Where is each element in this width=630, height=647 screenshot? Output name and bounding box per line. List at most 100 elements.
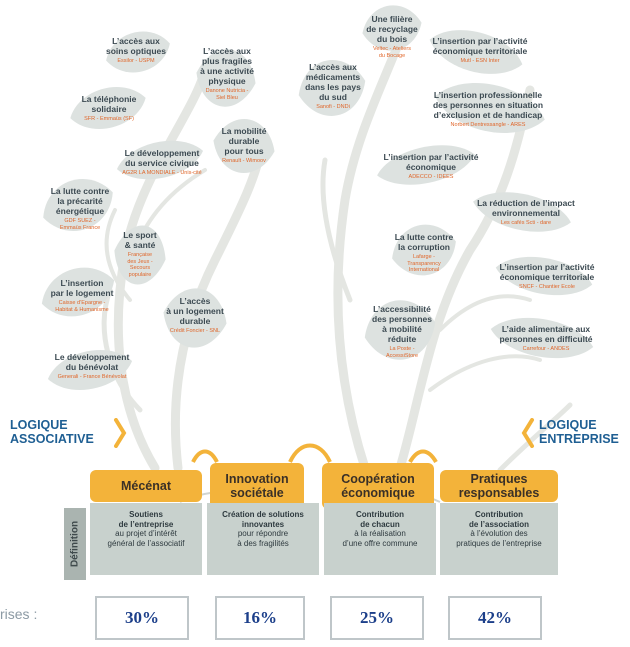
- logic-right-line2: ENTREPRISE: [539, 432, 619, 446]
- right-leaf-title: L’insertion par l’activité économique te…: [432, 36, 528, 56]
- right-leaf-3: [298, 60, 366, 116]
- left-leaf-partners: SFR - Emmaüs (SF): [84, 116, 134, 122]
- definition-1-text: au projet d’intérêt général de l’associa…: [107, 529, 185, 548]
- right-leaf-text-3: L’accès aux médicaments dans les pays du…: [296, 62, 370, 111]
- right-leaf-title: Une filière de recyclage du bois: [366, 14, 418, 44]
- definition-box-3: Contribution de chacun à la réalisation …: [324, 503, 436, 575]
- definition-4-text: à l’évolution des pratiques de l’entrepr…: [456, 529, 542, 548]
- left-leaf-partners: Generali - France Bénévolat: [57, 374, 127, 380]
- right-leaf-text-10: L’aide alimentaire aux personnes en diff…: [490, 324, 602, 353]
- percent-box-cooperation: 25%: [330, 596, 424, 640]
- right-leaf-9: [364, 300, 436, 360]
- chevron-left-icon: [521, 418, 534, 448]
- left-leaf-partners: Renault - Wimoov: [222, 158, 266, 164]
- left-leaf-title: La mobilité durable pour tous: [221, 126, 267, 156]
- left-leaf-partners: Essilor - USPM: [117, 58, 155, 64]
- chevron-right-icon: [114, 418, 127, 448]
- right-leaf-partners: Norbert Dentressangle - ARES: [450, 122, 526, 128]
- left-leaf-8: [41, 267, 115, 317]
- right-leaf-title: L’insertion par l’activité économique: [383, 152, 479, 172]
- definition-box-4: Contribution de l’association à l’évolut…: [440, 503, 558, 575]
- leaves: [41, 5, 594, 391]
- percent-box-mecenat: 30%: [95, 596, 189, 640]
- definition-1-bold: Soutiens de l’entreprise: [118, 510, 174, 529]
- right-leaf-10: [490, 317, 594, 359]
- left-leaf-partners: Caisse d’Epargne - Habitat & Humanisme: [55, 300, 109, 313]
- left-leaf-title: L’insertion par le logement: [50, 278, 114, 298]
- definition-label: Définition: [69, 520, 81, 568]
- right-leaf-partners: Sanofi - DNDi: [316, 104, 350, 110]
- left-leaf-title: La téléphonie solidaire: [81, 94, 137, 114]
- left-leaf-partners: AG2R LA MONDIALE - Unis-cité: [122, 170, 202, 176]
- left-leaf-partners: Crédit Foncier - SNL: [169, 328, 221, 334]
- left-leaf-text-2: L’accès aux plus fragiles à une activité…: [196, 46, 258, 101]
- logic-left-line1: LOGIQUE: [10, 418, 68, 432]
- logic-right-line1: LOGIQUE: [539, 418, 597, 432]
- right-leaf-partners: Veltec - Ateliers du Bocage: [373, 46, 411, 59]
- category-mecenat: Mécénat: [90, 470, 202, 502]
- left-leaf-6: [43, 178, 113, 232]
- right-leaf-partners: SNCF - Chantier Ecole: [519, 284, 575, 290]
- right-leaf-6: [473, 192, 571, 232]
- percent-innovation: 16%: [243, 608, 277, 627]
- left-leaf-9: [163, 288, 227, 348]
- definition-4-bold: Contribution de l’association: [468, 510, 530, 529]
- percent-caption: rises :: [0, 606, 38, 622]
- category-cooperation-label: Coopération économique: [341, 472, 415, 500]
- definition-3-bold: Contribution de chacun: [356, 510, 404, 529]
- left-leaf-partners: GDF SUEZ - Emmaüs France: [59, 218, 101, 231]
- right-leaf-1: [362, 5, 422, 51]
- right-leaf-partners: Les cafés Scti - dare: [500, 220, 552, 226]
- category-cooperation-economique: Coopération économique: [322, 463, 434, 509]
- definition-2-text: pour répondre à des fragilités: [237, 529, 289, 548]
- category-innovation-label: Innovation sociétale: [225, 472, 289, 500]
- percent-cooperation: 25%: [360, 608, 394, 627]
- right-leaf-title: L’aide alimentaire aux personnes en diff…: [499, 324, 593, 344]
- left-leaf-text-6: La lutte contre la précarité énergétique…: [40, 186, 120, 231]
- right-leaf-partners: La Poste - AccessiStore: [385, 346, 419, 359]
- percent-box-pratiques: 42%: [448, 596, 542, 640]
- left-leaf-title: L’accès aux soins optiques: [106, 36, 166, 56]
- left-leaf-partners: Danone Nutricia - Siel Bleu: [205, 88, 249, 101]
- left-leaf-title: Le développement du service civique: [124, 148, 200, 168]
- right-tree-branches: [320, 35, 573, 473]
- left-leaf-4: [116, 140, 204, 180]
- category-innovation-societale: Innovation sociétale: [210, 463, 304, 509]
- right-leaf-4: [435, 83, 545, 133]
- percent-pratiques: 42%: [478, 608, 512, 627]
- right-leaf-title: L’accessibilité des personnes à mobilité…: [372, 304, 432, 344]
- category-mecenat-label: Mécénat: [120, 479, 172, 493]
- left-leaf-1: [106, 31, 170, 73]
- left-leaf-title: Le développement du bénévolat: [54, 352, 130, 372]
- right-leaf-partners: Mutl - ESN Inter: [460, 58, 500, 64]
- definition-2-bold: Création de solutions innovantes: [222, 510, 304, 529]
- definition-3-text: à la réalisation d’une offre commune: [342, 529, 418, 548]
- right-leaf-title: La lutte contre la corruption: [394, 232, 454, 252]
- percent-mecenat: 30%: [125, 608, 159, 627]
- left-leaf-7: [114, 225, 166, 285]
- right-leaf-text-9: L’accessibilité des personnes à mobilité…: [362, 304, 442, 359]
- right-leaf-2: [429, 30, 523, 74]
- left-leaf-title: L’accès à un logement durable: [166, 296, 224, 326]
- logique-associative-label: LOGIQUE ASSOCIATIVE: [10, 418, 94, 446]
- right-leaf-text-4: L’insertion professionnelle des personne…: [424, 90, 552, 129]
- left-leaf-2: [196, 49, 256, 107]
- right-leaf-text-2: L’insertion par l’activité économique te…: [428, 36, 532, 65]
- right-leaf-7: [392, 224, 456, 276]
- left-leaf-3: [70, 87, 146, 129]
- logique-entreprise-label: LOGIQUE ENTREPRISE: [539, 418, 619, 446]
- right-leaf-8: [495, 256, 593, 296]
- left-leaf-title: L’accès aux plus fragiles à une activité…: [200, 46, 254, 86]
- definition-box-1: Soutiens de l’entreprise au projet d’int…: [90, 503, 202, 575]
- left-leaf-title: Le sport & santé: [123, 230, 157, 250]
- right-leaf-title: L’accès aux médicaments dans les pays du…: [305, 62, 361, 102]
- right-leaf-partners: Lafarge - Transparency International: [407, 254, 441, 273]
